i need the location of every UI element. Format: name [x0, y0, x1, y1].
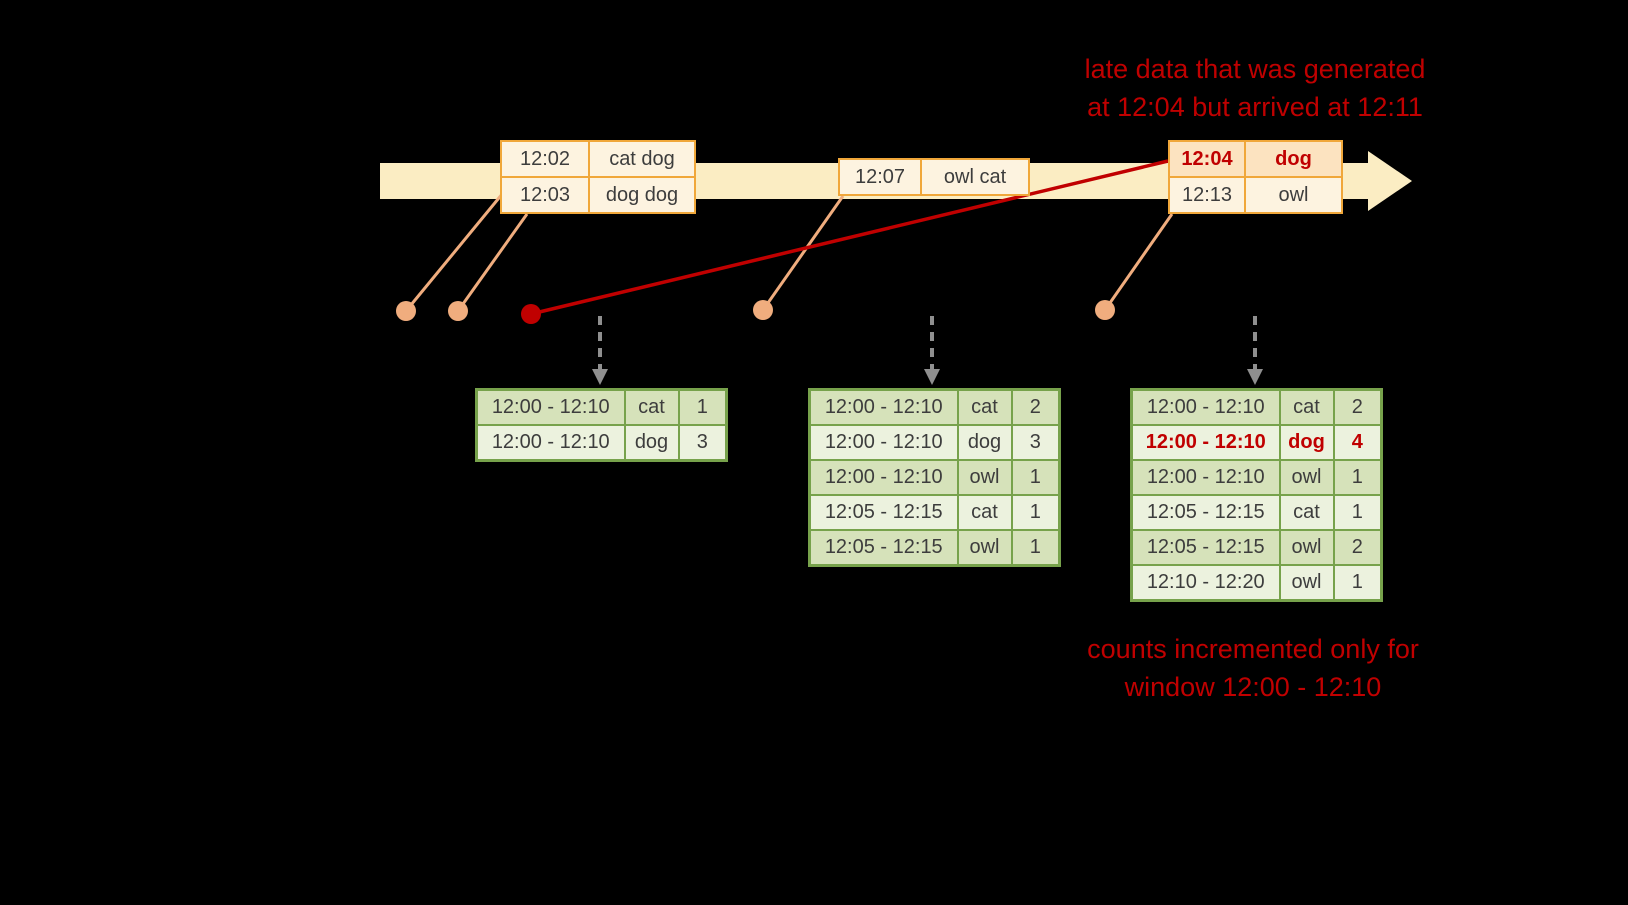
- result-row: 12:05 - 12:15 owl 2: [1130, 529, 1383, 566]
- window-cell: 12:00 - 12:10: [1130, 459, 1281, 496]
- result-row: 12:00 - 12:10 owl 1: [808, 459, 1061, 496]
- event-time: 12:13: [1168, 176, 1246, 214]
- word-cell: cat: [956, 494, 1013, 531]
- word-cell: owl: [1278, 564, 1335, 602]
- result-table-1: 12:00 - 12:10 cat 1 12:00 - 12:10 dog 3: [475, 388, 728, 462]
- word-cell: cat: [956, 388, 1013, 426]
- event-time: 12:02: [500, 140, 590, 178]
- window-cell: 12:10 - 12:20: [1130, 564, 1281, 602]
- result-row: 12:05 - 12:15 cat 1: [1130, 494, 1383, 531]
- late-event-dot-1204: [521, 304, 541, 324]
- event-time: 12:07: [838, 158, 922, 196]
- counts-annotation-line2: window 12:00 - 12:10: [1124, 672, 1382, 702]
- counts-incremented-annotation: counts incremented only for window 12:00…: [1028, 630, 1478, 706]
- event-row: 12:02 cat dog: [500, 140, 696, 178]
- result-row: 12:00 - 12:10 cat 2: [808, 388, 1061, 426]
- event-time: 12:03: [500, 176, 590, 214]
- count-cell: 2: [1010, 388, 1061, 426]
- event-dot-1203: [448, 301, 468, 321]
- result-row: 12:00 - 12:10 dog 3: [475, 424, 728, 462]
- counts-annotation-line1: counts incremented only for: [1087, 634, 1419, 664]
- result-row: 12:00 - 12:10 dog 3: [808, 424, 1061, 461]
- result-table-3: 12:00 - 12:10 cat 2 12:00 - 12:10 dog 4 …: [1130, 388, 1383, 602]
- count-cell: 1: [1010, 459, 1061, 496]
- window-cell: 12:05 - 12:15: [1130, 494, 1281, 531]
- window-cell: 12:00 - 12:10: [475, 388, 626, 426]
- window-cell: 12:05 - 12:15: [808, 494, 959, 531]
- connector-line-1202: [404, 192, 505, 312]
- word-cell: owl: [1278, 529, 1335, 566]
- late-data-annotation-line2: at 12:04 but arrived at 12:11: [1087, 92, 1423, 122]
- word-cell: owl: [956, 459, 1013, 496]
- late-event-row: 12:04 dog: [1168, 140, 1343, 178]
- event-row: 12:03 dog dog: [500, 176, 696, 214]
- window-cell: 12:00 - 12:10: [808, 388, 959, 426]
- count-cell: 1: [677, 388, 728, 426]
- word-cell: owl: [956, 529, 1013, 567]
- window-cell: 12:05 - 12:15: [1130, 529, 1281, 566]
- event-words: cat dog: [588, 140, 696, 178]
- word-cell: cat: [623, 388, 680, 426]
- count-cell: 3: [1010, 424, 1061, 461]
- word-cell: cat: [1278, 494, 1335, 531]
- result-row: 12:05 - 12:15 owl 1: [808, 529, 1061, 567]
- count-cell: 2: [1332, 388, 1383, 426]
- event-dot-1207: [753, 300, 773, 320]
- word-cell: dog: [1278, 424, 1335, 461]
- window-cell: 12:00 - 12:10: [808, 459, 959, 496]
- result-table-2: 12:00 - 12:10 cat 2 12:00 - 12:10 dog 3 …: [808, 388, 1061, 567]
- event-words: dog dog: [588, 176, 696, 214]
- late-data-annotation-line1: late data that was generated: [1084, 54, 1426, 84]
- result-row: 12:00 - 12:10 cat 1: [475, 388, 728, 426]
- event-row: 12:13 owl: [1168, 176, 1343, 214]
- count-cell: 1: [1332, 494, 1383, 531]
- late-data-connector-line: [530, 159, 1169, 316]
- result-row: 12:05 - 12:15 cat 1: [808, 494, 1061, 531]
- trigger-arrowhead-icon-3: [1247, 369, 1263, 385]
- window-cell: 12:00 - 12:10: [1130, 388, 1281, 426]
- window-cell: 12:05 - 12:15: [808, 529, 959, 567]
- event-row: 12:07 owl cat: [838, 158, 1030, 196]
- window-cell: 12:00 - 12:10: [808, 424, 959, 461]
- count-cell: 1: [1332, 459, 1383, 496]
- result-row: 12:10 - 12:20 owl 1: [1130, 564, 1383, 602]
- word-cell: cat: [1278, 388, 1335, 426]
- count-cell: 2: [1332, 529, 1383, 566]
- count-cell: 1: [1332, 564, 1383, 602]
- event-box-group1: 12:02 cat dog 12:03 dog dog: [500, 140, 696, 214]
- event-words: owl cat: [920, 158, 1030, 196]
- event-words: owl: [1244, 176, 1343, 214]
- window-cell: 12:00 - 12:10: [1130, 424, 1281, 461]
- connector-line-1213: [1103, 213, 1174, 311]
- result-row: 12:00 - 12:10 cat 2: [1130, 388, 1383, 426]
- word-cell: owl: [1278, 459, 1335, 496]
- event-dot-1202: [396, 301, 416, 321]
- result-row: 12:00 - 12:10 owl 1: [1130, 459, 1383, 496]
- event-box-group2: 12:07 owl cat: [838, 158, 1030, 196]
- late-data-annotation: late data that was generated at 12:04 bu…: [1020, 50, 1490, 126]
- event-words: dog: [1244, 140, 1343, 178]
- event-box-group3: 12:04 dog 12:13 owl: [1168, 140, 1343, 214]
- word-cell: dog: [623, 424, 680, 462]
- count-cell: 1: [1010, 494, 1061, 531]
- count-cell: 3: [677, 424, 728, 462]
- event-time: 12:04: [1168, 140, 1246, 178]
- timeline-arrowhead-icon: [1368, 151, 1412, 211]
- connector-line-1207: [761, 195, 845, 311]
- count-cell: 1: [1010, 529, 1061, 567]
- connector-line-1203: [456, 213, 529, 312]
- event-dot-1213: [1095, 300, 1115, 320]
- count-cell: 4: [1332, 424, 1383, 461]
- trigger-arrowhead-icon-1: [592, 369, 608, 385]
- word-cell: dog: [956, 424, 1013, 461]
- updated-result-row: 12:00 - 12:10 dog 4: [1130, 424, 1383, 461]
- window-cell: 12:00 - 12:10: [475, 424, 626, 462]
- trigger-arrowhead-icon-2: [924, 369, 940, 385]
